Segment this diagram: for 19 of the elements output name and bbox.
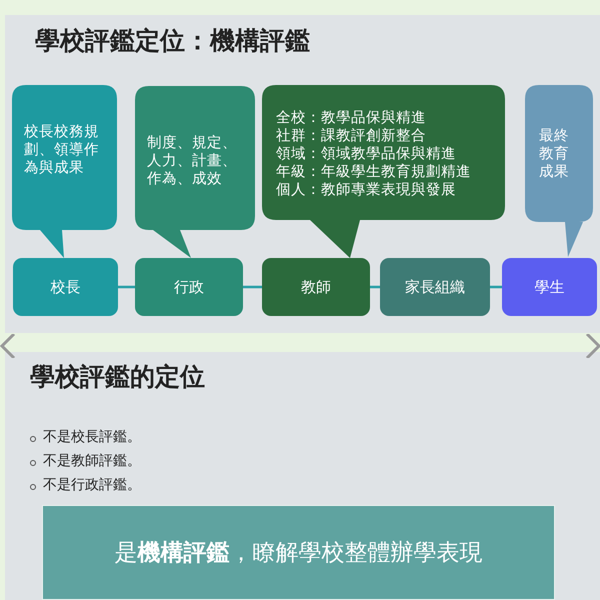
bullet-text: 不是行政評鑑。 xyxy=(43,476,141,494)
statement-banner: 是機構評鑑，瞭解學校整體辦學表現 xyxy=(42,505,555,600)
title: 學校評鑑定位：機構評鑑 xyxy=(35,25,310,57)
role-box: 教師 xyxy=(262,258,370,316)
role-box: 校長 xyxy=(13,258,118,316)
speech-bubble: 制度、規定、人力、計畫、作為、成效 xyxy=(135,86,255,258)
connector-line xyxy=(370,286,380,288)
speech-bubble: 最終教育成果 xyxy=(525,85,593,257)
role-box: 學生 xyxy=(502,258,597,316)
role-box: 行政 xyxy=(135,258,243,316)
role-box: 家長組織 xyxy=(380,258,490,316)
bullet-text: 不是校長評鑑。 xyxy=(43,428,141,446)
speech-bubble: 校長校務規劃、領導作為與成果 xyxy=(12,85,117,258)
slide-heading: 學校評鑑的定位 xyxy=(30,361,205,393)
connector-line xyxy=(243,286,262,288)
connector-line xyxy=(118,286,135,288)
speech-bubble: 全校：教學品保與精進 社群：課教評創新整合 領域：領域教學品保與精進 年級：年級學生教育規劃精進 個人：教師專業表現與發展 xyxy=(262,85,505,258)
connector-line xyxy=(490,286,502,288)
bullet-text: 不是教師評鑑。 xyxy=(43,452,141,470)
